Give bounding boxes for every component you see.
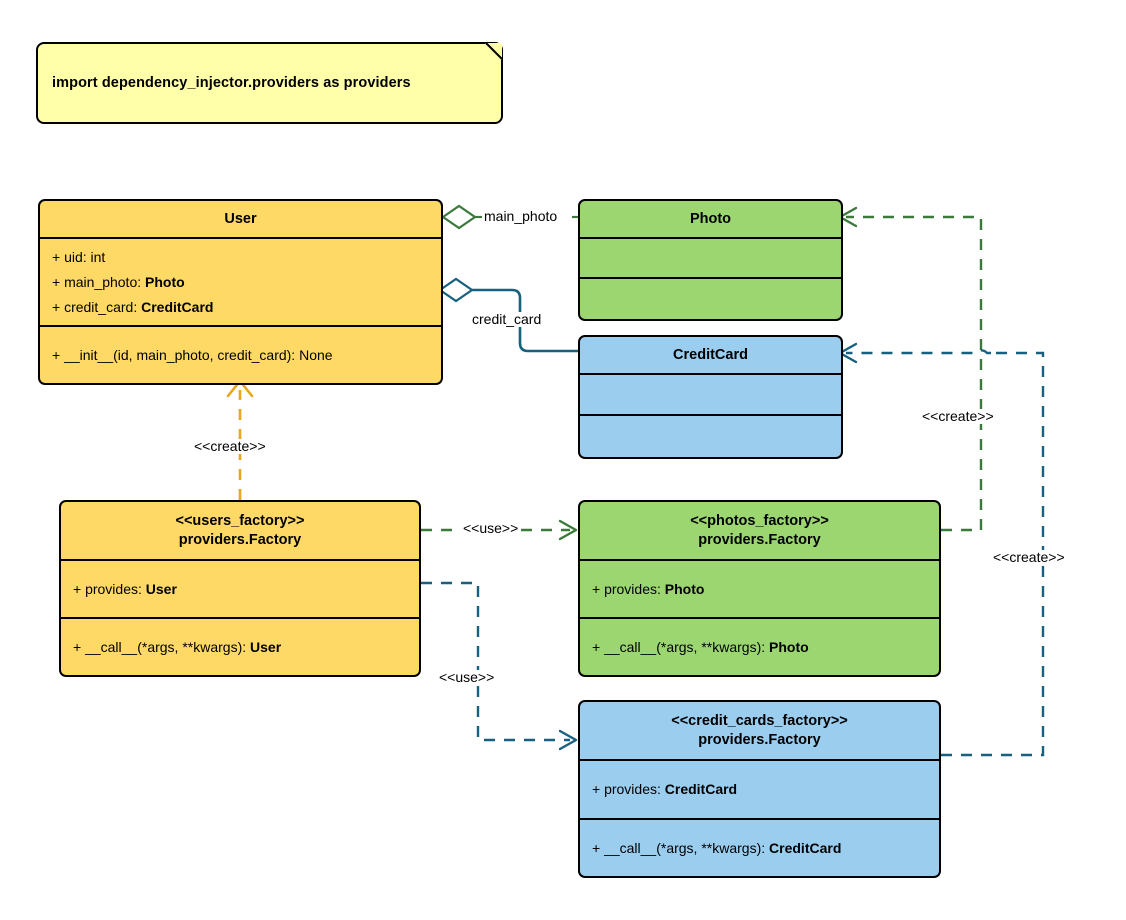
class-photo-header: Photo: [580, 201, 841, 239]
edge-photos-factory-create-photo: [838, 206, 983, 532]
method-row: + __call__(*args, **kwargs): User: [73, 638, 282, 655]
attribute-row: + main_photo: Photo: [52, 273, 185, 290]
class-box-user[interactable]: User + uid: int + main_photo: Photo + cr…: [38, 199, 443, 385]
attribute-row: + provides: CreditCard: [592, 781, 738, 797]
class-photo-methods: [580, 279, 841, 319]
edge-label-create-credit-card: <<create>>: [991, 549, 1067, 566]
class-credit-card-name: CreditCard: [673, 346, 748, 363]
class-box-photos-factory[interactable]: <<photos_factory>> providers.Factory + p…: [578, 500, 941, 677]
import-note: import dependency_injector.providers as …: [36, 42, 503, 124]
edge-label-create-photo: <<create>>: [920, 408, 996, 425]
class-user-name: User: [224, 210, 257, 227]
class-photos-factory-attributes: + provides: Photo: [580, 561, 939, 619]
class-user-methods: + __init__(id, main_photo, credit_card):…: [40, 327, 441, 383]
class-photos-factory-name: providers.Factory: [698, 531, 821, 548]
class-box-users-factory[interactable]: <<users_factory>> providers.Factory + pr…: [59, 500, 421, 677]
class-credit-card-attributes: [580, 375, 841, 416]
method-row: + __call__(*args, **kwargs): CreditCard: [592, 839, 842, 856]
class-users-factory-header: <<users_factory>> providers.Factory: [61, 502, 419, 561]
class-photos-factory-stereotype: <<photos_factory>>: [690, 512, 829, 529]
edge-label-main-photo: main_photo: [482, 208, 560, 225]
edge-label-create-user: <<create>>: [192, 438, 268, 455]
class-box-credit-cards-factory[interactable]: <<credit_cards_factory>> providers.Facto…: [578, 700, 941, 878]
class-box-credit-card[interactable]: CreditCard: [578, 335, 843, 459]
attribute-row: + provides: User: [73, 580, 177, 597]
class-credit-cards-factory-methods: + __call__(*args, **kwargs): CreditCard: [580, 820, 939, 876]
class-user-attributes: + uid: int + main_photo: Photo + credit_…: [40, 239, 441, 327]
note-fold-icon: [485, 42, 503, 60]
class-users-factory-methods: + __call__(*args, **kwargs): User: [61, 619, 419, 675]
edge-users-factory-use-credit-cards-factory: [421, 581, 578, 751]
method-row: + __init__(id, main_photo, credit_card):…: [52, 346, 333, 363]
edge-label-use-credit-cards-factory: <<use>>: [437, 669, 497, 686]
class-credit-cards-factory-stereotype: <<credit_cards_factory>>: [671, 712, 848, 729]
open-arrowhead-right: [558, 729, 578, 751]
open-arrowhead-right: [558, 519, 578, 541]
class-photos-factory-methods: + __call__(*args, **kwargs): Photo: [580, 619, 939, 675]
class-credit-card-methods: [580, 416, 841, 457]
class-photo-attributes: [580, 239, 841, 279]
attribute-row: + credit_card: CreditCard: [52, 298, 214, 315]
aggregation-diamond-credit-card: [438, 277, 474, 303]
method-row: + __call__(*args, **kwargs): Photo: [592, 638, 809, 655]
class-user-header: User: [40, 201, 441, 239]
attribute-row: + provides: Photo: [592, 580, 705, 597]
aggregation-diamond-main-photo: [441, 204, 477, 230]
import-note-text: import dependency_injector.providers as …: [52, 75, 411, 91]
class-credit-card-header: CreditCard: [580, 337, 841, 375]
edge-label-credit-card: credit_card: [470, 311, 544, 328]
class-photos-factory-header: <<photos_factory>> providers.Factory: [580, 502, 939, 561]
attribute-row: + uid: int: [52, 248, 106, 265]
class-photo-name: Photo: [689, 210, 732, 227]
edge-label-use-photos-factory: <<use>>: [461, 520, 521, 537]
class-credit-cards-factory-header: <<credit_cards_factory>> providers.Facto…: [580, 702, 939, 761]
class-box-photo[interactable]: Photo: [578, 199, 843, 321]
class-users-factory-stereotype: <<users_factory>>: [175, 512, 305, 529]
class-users-factory-attributes: + provides: User: [61, 561, 419, 619]
class-credit-cards-factory-attributes: + provides: CreditCard: [580, 761, 939, 820]
class-users-factory-name: providers.Factory: [178, 531, 302, 548]
class-credit-cards-factory-name: providers.Factory: [698, 731, 821, 748]
